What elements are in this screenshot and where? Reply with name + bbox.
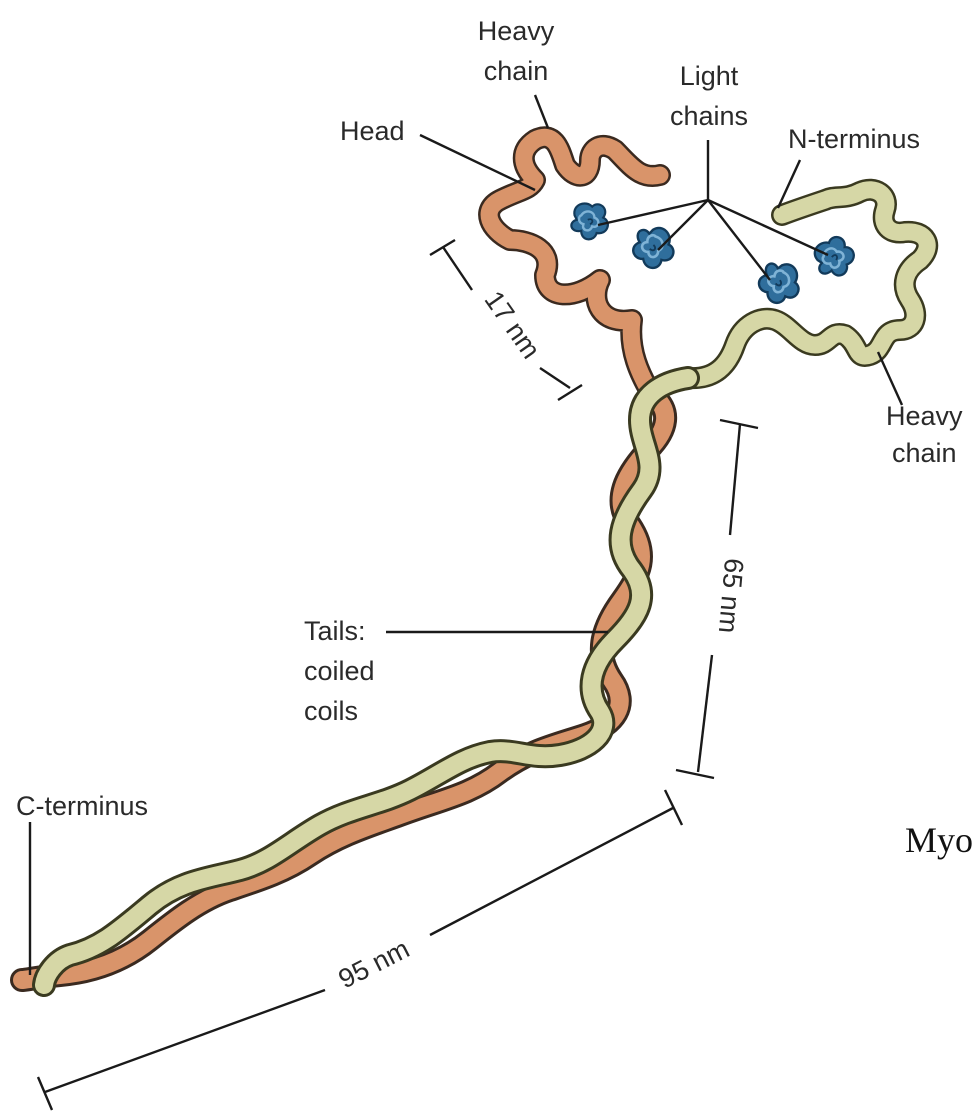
tails-label-line2: coiled <box>304 656 375 686</box>
heavy-chain-top-leader <box>535 95 548 128</box>
tails-label-line3: coils <box>304 696 358 726</box>
light-chains-leader-2 <box>658 200 708 250</box>
head-label: Head <box>340 116 405 146</box>
right-head <box>688 190 927 378</box>
light-chains-leader-1 <box>598 200 708 225</box>
light-chain-1 <box>571 203 608 239</box>
heavy-chain-top-label-line2: chain <box>484 56 549 86</box>
light-chain-3 <box>756 259 801 305</box>
heavy-chain-right-label-line1: Heavy <box>886 401 963 431</box>
left-head <box>489 137 660 395</box>
light-chains-label-line2: chains <box>670 101 748 131</box>
labels: Heavy chain Light chains Head N-terminus… <box>16 16 973 860</box>
heavy-chain-right-label-line2: chain <box>892 438 957 468</box>
dimension-95nm-label: 95 nm <box>334 934 414 995</box>
tails-label-line1: Tails: <box>304 616 366 646</box>
c-terminus-label: C-terminus <box>16 791 148 821</box>
dimension-17nm-label: 17 nm <box>479 285 547 364</box>
dimension-17nm: 17 nm <box>430 240 582 400</box>
dimension-65nm: 65 nm <box>676 420 758 778</box>
light-chain-2 <box>627 222 677 273</box>
right-head-fill <box>688 190 927 378</box>
leader-lines <box>30 95 902 975</box>
tail-orange-strand <box>22 395 665 980</box>
caption: Myo <box>905 820 973 860</box>
heavy-chain-right-leader <box>878 352 902 405</box>
n-terminus-label: N-terminus <box>788 124 920 154</box>
dimension-65nm-label: 65 nm <box>713 557 749 634</box>
heavy-chain-top-label-line1: Heavy <box>478 16 555 46</box>
light-chain-4 <box>808 232 860 284</box>
light-chains <box>571 203 860 305</box>
light-chains-leader-3 <box>708 200 770 280</box>
left-head-fill <box>489 137 660 395</box>
light-chains-label-line1: Light <box>680 61 739 91</box>
